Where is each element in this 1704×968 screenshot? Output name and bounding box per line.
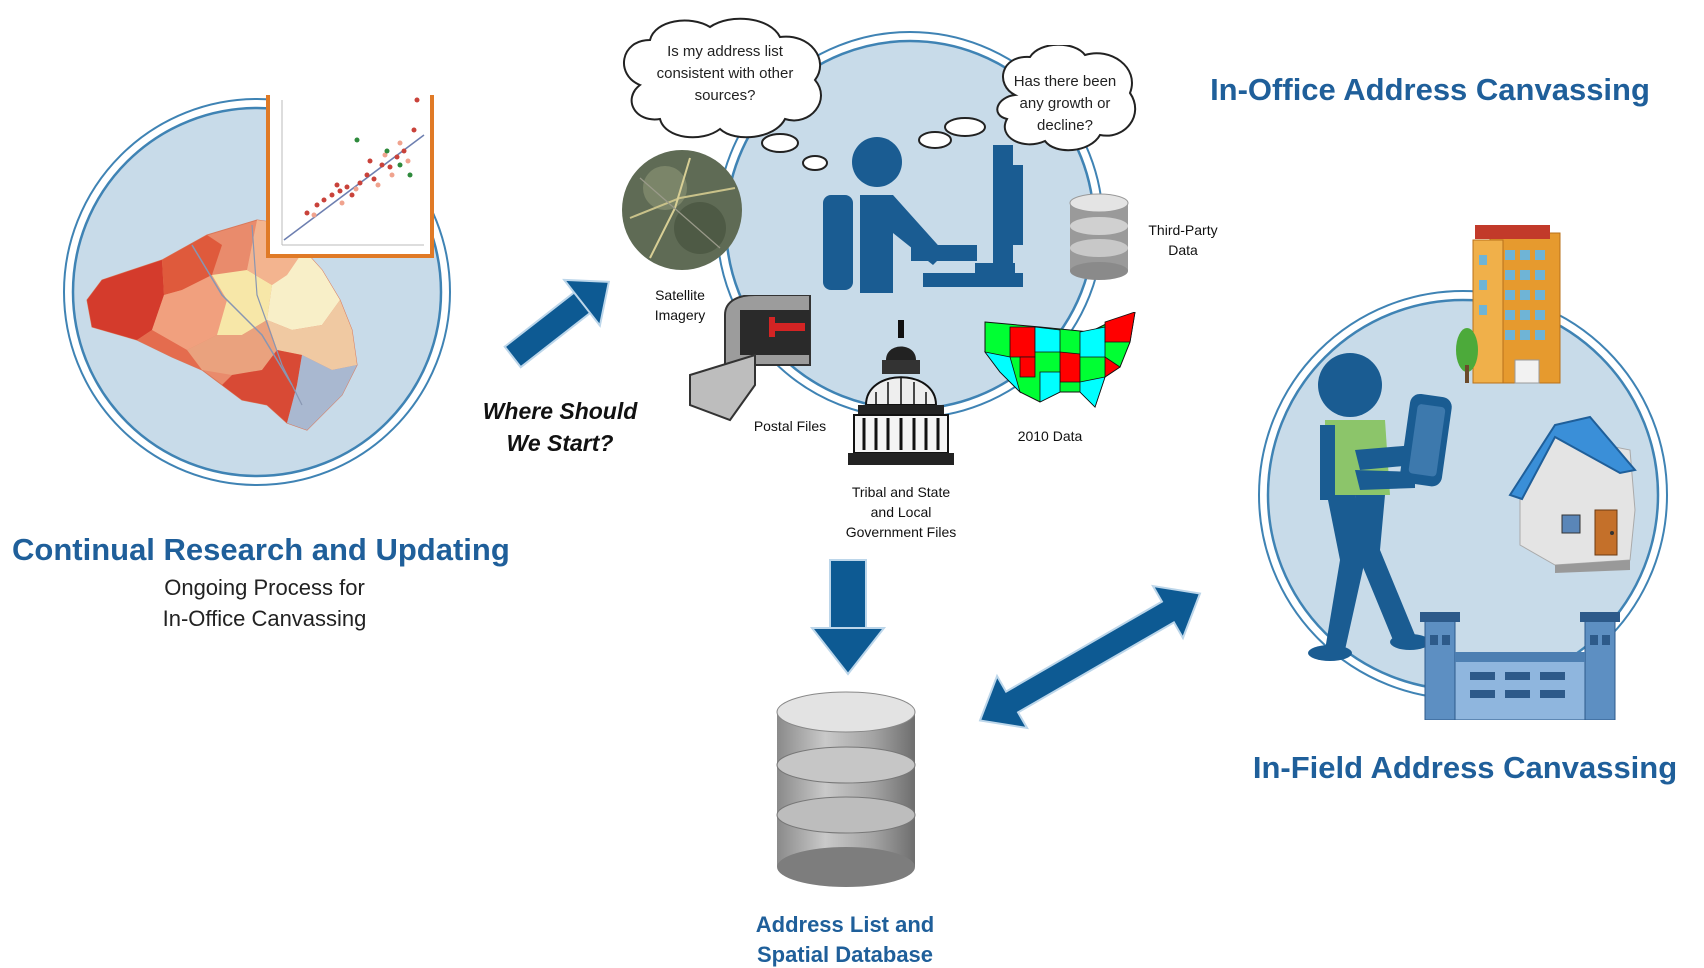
house-icon	[1508, 415, 1637, 573]
government-label-line2: and Local	[870, 504, 932, 520]
thought-left-line2: consistent with other	[656, 65, 794, 82]
third-party-database-icon	[1069, 193, 1129, 280]
address-database-icon	[776, 691, 916, 887]
apartment-building-icon	[1456, 225, 1561, 384]
postal-label: Postal Files	[753, 418, 827, 434]
arrow-bidirectional-icon	[978, 584, 1202, 730]
research-title: Continual Research and Updating	[12, 532, 510, 567]
capitol-icon	[848, 320, 954, 465]
us-map-icon	[984, 312, 1136, 408]
question-line2: We Start?	[506, 430, 614, 456]
government-label-line3: Government Files	[845, 524, 957, 540]
institution-building-icon	[1420, 612, 1620, 720]
research-subtitle-line2: In-Office Canvassing	[162, 606, 367, 631]
arrow-to-office-icon	[503, 278, 611, 369]
satellite-imagery-icon	[622, 150, 742, 270]
field-worker-icon	[1308, 353, 1452, 661]
census-label: 2010 Data	[1017, 428, 1083, 444]
in-office-title: In-Office Address Canvassing	[1210, 72, 1650, 107]
database-label-line1: Address List and	[755, 912, 935, 937]
thought-right-line3: decline?	[1037, 117, 1093, 134]
satellite-label-line2: Imagery	[654, 307, 706, 323]
research-subtitle-line1: Ongoing Process for	[164, 575, 365, 600]
thought-left-line1: Is my address list	[667, 43, 783, 60]
thought-right-line2: any growth or	[1019, 95, 1111, 112]
government-label-line1: Tribal and State	[851, 484, 951, 500]
database-label-line2: Spatial Database	[756, 942, 934, 967]
thought-bubble-left-icon	[623, 17, 828, 171]
question-line1: Where Should	[482, 398, 638, 424]
satellite-label-line1: Satellite	[655, 287, 705, 303]
thought-right-line1: Has there been	[1013, 73, 1117, 90]
mailbox-icon	[689, 295, 811, 422]
office-worker-icon	[823, 137, 1023, 293]
in-field-title: In-Field Address Canvassing	[1252, 750, 1678, 785]
thought-bubble-right-icon	[918, 45, 1137, 152]
thought-left-line3: sources?	[694, 87, 756, 104]
scatter-plot-icon	[266, 95, 434, 258]
third-party-label-line2: Data	[1168, 242, 1198, 258]
third-party-label-line1: Third-Party	[1148, 222, 1218, 238]
research-circle-graphic	[63, 95, 451, 486]
arrow-down-icon	[809, 559, 887, 676]
